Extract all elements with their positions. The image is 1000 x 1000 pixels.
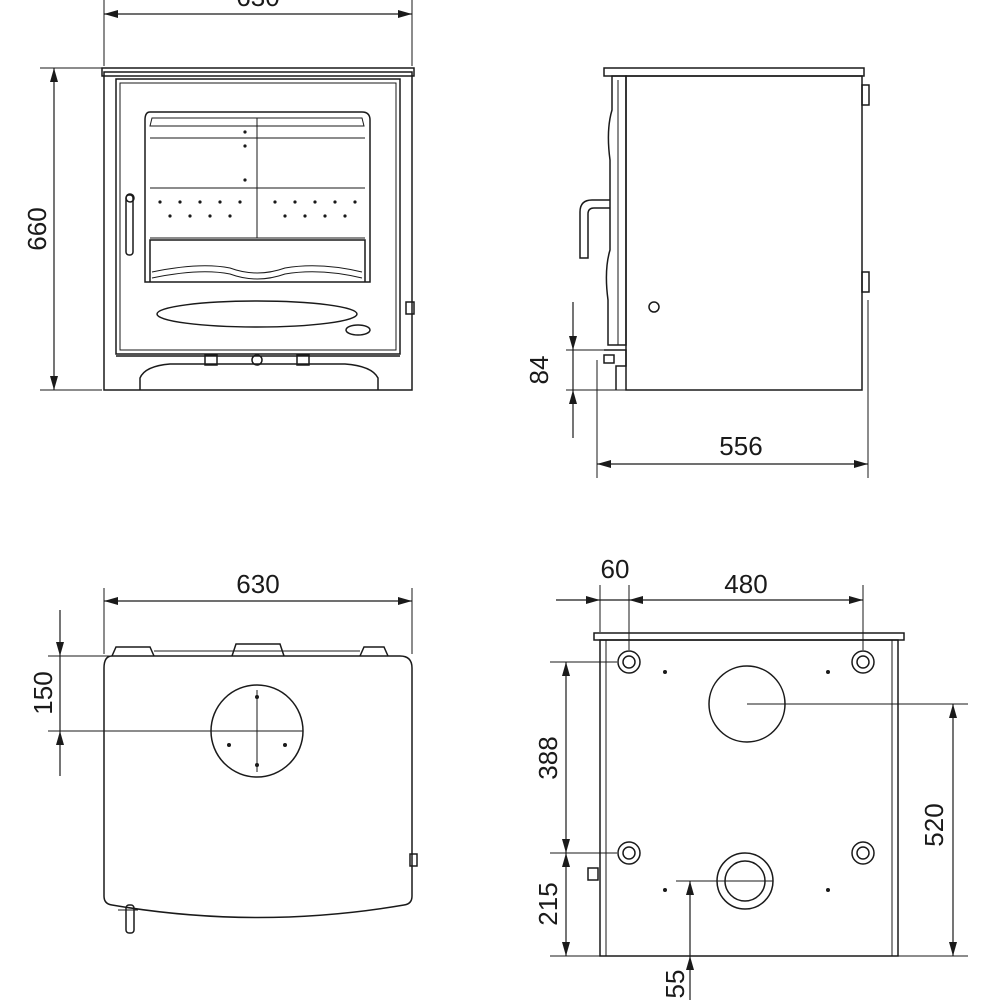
front-door-inner xyxy=(119,82,397,351)
front-glass-window xyxy=(144,111,371,283)
base-fixing-holes xyxy=(617,650,875,865)
front-height-label: 660 xyxy=(22,207,52,250)
top-flue-offset-label: 150 xyxy=(28,671,58,714)
side-top-plate xyxy=(603,67,865,77)
top-width-label: 630 xyxy=(236,569,279,599)
front-top-plate xyxy=(101,67,415,77)
front-width-label: 630 xyxy=(236,0,279,12)
front-view: 630 660 xyxy=(22,0,415,391)
base-front-row-label: 215 xyxy=(533,882,563,925)
base-air-inlet-label: 55 xyxy=(660,970,690,999)
front-body-outline xyxy=(103,71,413,391)
front-grate xyxy=(151,265,363,274)
side-body-outline xyxy=(625,75,863,391)
front-ash-slot xyxy=(156,300,358,328)
logo-badge xyxy=(345,324,371,336)
base-hole-row-label: 388 xyxy=(533,736,563,779)
side-depth-label: 556 xyxy=(719,431,762,461)
side-knob xyxy=(648,301,660,313)
base-flue-center-label: 520 xyxy=(919,803,949,846)
side-view: 84 556 xyxy=(524,67,870,478)
door-handle-icon xyxy=(125,194,134,256)
base-view: 60 480 388 215 520 55 xyxy=(533,554,968,1000)
top-view: 630 150 xyxy=(28,569,418,934)
side-handle-icon xyxy=(579,199,610,259)
front-ash-door xyxy=(139,363,379,390)
side-leg-label: 84 xyxy=(524,356,554,385)
base-edge-offset-label: 60 xyxy=(601,554,630,584)
base-top-plate xyxy=(593,632,905,641)
base-hole-spacing-label: 480 xyxy=(724,569,767,599)
top-body-outline xyxy=(103,655,413,919)
front-door-frame xyxy=(115,78,401,355)
side-door-profile xyxy=(605,75,627,346)
front-baffle xyxy=(149,117,365,127)
firebrick-rivets xyxy=(158,130,357,218)
air-control-knob xyxy=(405,301,415,315)
